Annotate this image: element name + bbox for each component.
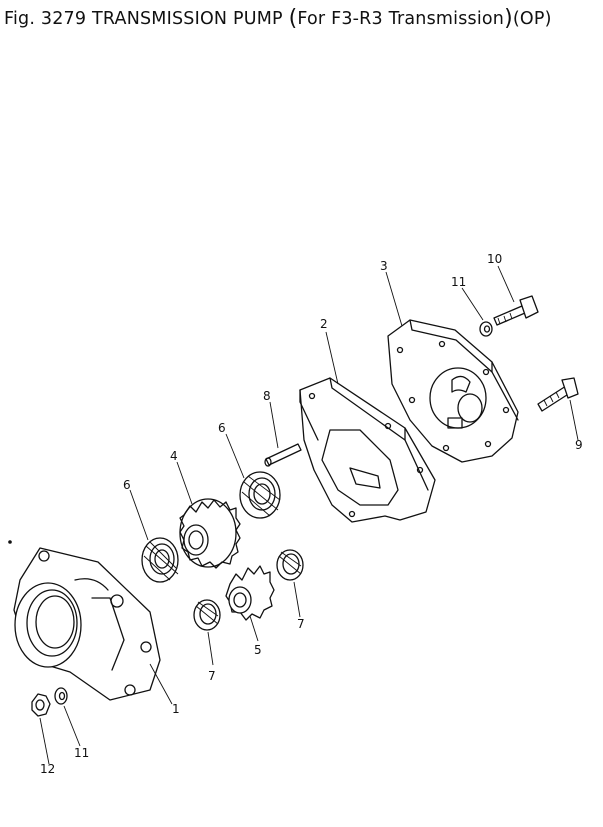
- dowel-pin-part: [264, 443, 302, 467]
- callout-8: 8: [263, 389, 271, 403]
- washer-lower-part: [54, 687, 68, 705]
- needle-bearing-upper-part: [239, 471, 281, 519]
- close-paren-glyph: ): [504, 6, 513, 31]
- needle-bearing-right-part: [276, 549, 304, 581]
- callout-9: 9: [575, 438, 583, 452]
- washer-upper-part: [479, 321, 493, 337]
- callout-7-right: 7: [297, 617, 305, 631]
- callout-11-upper: 11: [451, 275, 466, 289]
- callout-6-upper: 6: [218, 421, 226, 435]
- callout-10: 10: [487, 252, 502, 266]
- bolt-right-part: [537, 377, 579, 412]
- figure-name: TRANSMISSION PUMP: [92, 9, 283, 29]
- drive-gear-part: [179, 498, 241, 569]
- callout-11-lower: 11: [74, 746, 89, 760]
- pump-case-part: [13, 547, 161, 701]
- callout-3: 3: [380, 259, 388, 273]
- figure-number: Fig. 3279: [4, 9, 87, 29]
- needle-bearing-lower-part: [141, 537, 179, 583]
- leader-lines: [39, 265, 579, 765]
- pump-cover-part: [387, 319, 519, 463]
- callout-2: 2: [320, 317, 328, 331]
- callout-4: 4: [170, 449, 178, 463]
- callout-6-lower: 6: [123, 478, 131, 492]
- bolt-upper-part: [493, 295, 539, 326]
- open-paren-glyph: (: [288, 6, 298, 31]
- callout-5: 5: [254, 643, 262, 657]
- gasket-plate-part: [299, 377, 436, 523]
- driven-gear-part: [225, 565, 275, 621]
- figure-variant: For F3-R3 Transmission: [297, 9, 505, 29]
- nut-part: [31, 693, 51, 717]
- needle-bearing-left-part: [193, 599, 221, 631]
- callout-12: 12: [40, 762, 55, 776]
- callout-1: 1: [172, 702, 180, 716]
- stray-dot: [8, 540, 12, 544]
- callout-7-left: 7: [208, 669, 216, 683]
- figure-suffix: (OP): [512, 9, 552, 29]
- figure-title: Fig. 3279 TRANSMISSION PUMP (For F3-R3 T…: [4, 5, 602, 35]
